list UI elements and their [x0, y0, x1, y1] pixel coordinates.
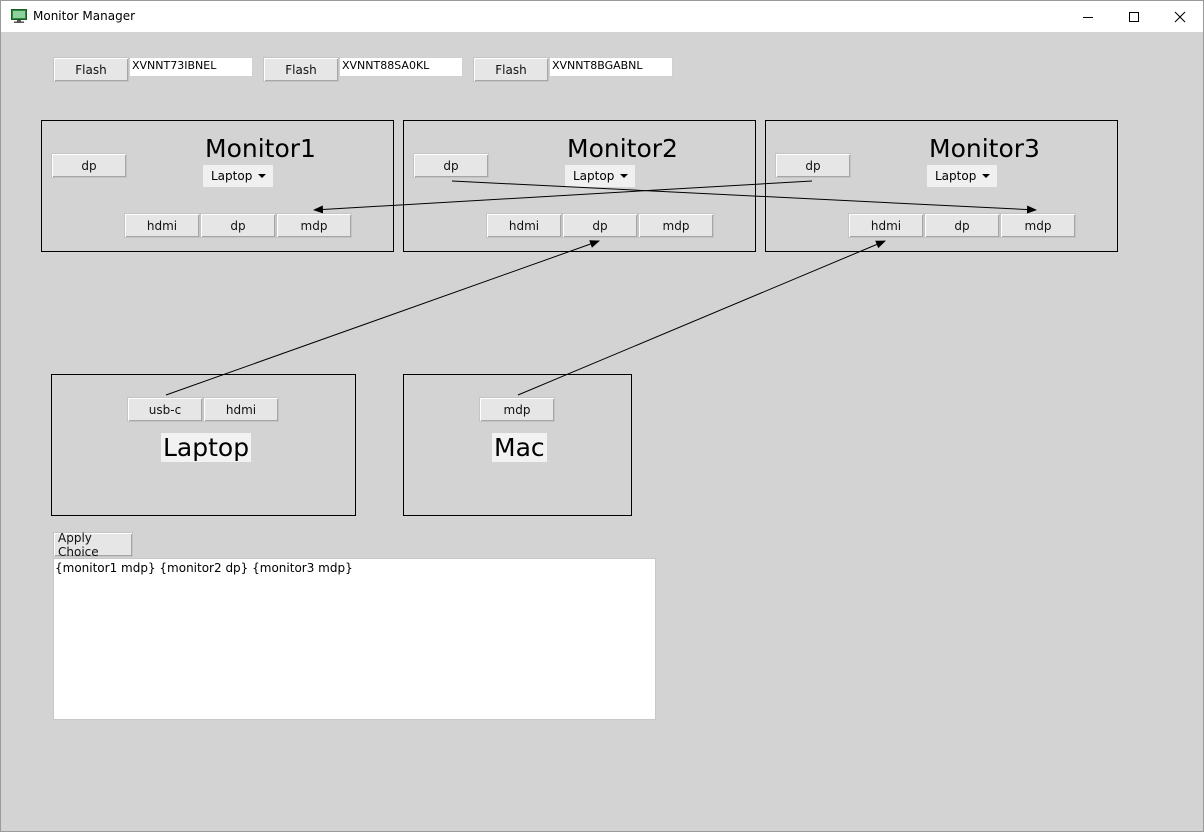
close-icon: [1174, 11, 1186, 22]
laptop-port-usbc[interactable]: usb-c: [127, 397, 203, 422]
wire-mac-mdp-to-monitor3-hdmi: [517, 240, 886, 396]
title-bar[interactable]: Monitor Manager: [1, 1, 1203, 32]
monitor2-output-dp-button[interactable]: dp: [413, 153, 489, 178]
serial-field-2[interactable]: XVNNT88SA0KL: [339, 57, 463, 77]
mac-port-mdp[interactable]: mdp: [479, 397, 555, 422]
monitor3-input-hdmi[interactable]: hdmi: [848, 213, 924, 238]
minimize-icon: [1083, 16, 1093, 18]
monitor3-source-value: Laptop: [935, 169, 977, 183]
apply-choice-button[interactable]: Apply Choice: [53, 531, 133, 559]
monitor2-source-dropdown[interactable]: Laptop: [565, 165, 635, 187]
flash-button-1[interactable]: Flash: [53, 57, 129, 82]
monitor1-input-mdp[interactable]: mdp: [276, 213, 352, 238]
monitor2-source-value: Laptop: [573, 169, 615, 183]
monitor2-input-hdmi[interactable]: hdmi: [486, 213, 562, 238]
maximize-icon: [1129, 11, 1139, 22]
flash-button-3[interactable]: Flash: [473, 57, 549, 82]
chevron-down-icon: [982, 174, 990, 178]
monitor3-title: Monitor3: [929, 134, 1040, 163]
monitor1-title: Monitor1: [205, 134, 316, 163]
monitor1-source-value: Laptop: [211, 169, 253, 183]
chevron-down-icon: [620, 174, 628, 178]
wire-laptop-usbc-to-monitor2-dp: [165, 240, 600, 396]
monitor1-source-dropdown[interactable]: Laptop: [203, 165, 273, 187]
monitor-app-icon: [11, 9, 27, 23]
monitor3-input-mdp[interactable]: mdp: [1000, 213, 1076, 238]
laptop-port-hdmi[interactable]: hdmi: [203, 397, 279, 422]
monitor2-input-dp[interactable]: dp: [562, 213, 638, 238]
monitor3-source-dropdown[interactable]: Laptop: [927, 165, 997, 187]
chevron-down-icon: [258, 174, 266, 178]
result-text-area[interactable]: {monitor1 mdp} {monitor2 dp} {monitor3 m…: [53, 558, 656, 720]
monitor1-input-hdmi[interactable]: hdmi: [124, 213, 200, 238]
serial-field-1[interactable]: XVNNT73IBNEL: [129, 57, 253, 77]
serial-field-3[interactable]: XVNNT8BGABNL: [549, 57, 673, 77]
close-button[interactable]: [1157, 1, 1203, 32]
monitor1-output-dp-button[interactable]: dp: [51, 153, 127, 178]
maximize-button[interactable]: [1111, 1, 1157, 32]
minimize-button[interactable]: [1065, 1, 1111, 32]
monitor3-input-dp[interactable]: dp: [924, 213, 1000, 238]
window-title: Monitor Manager: [33, 9, 136, 23]
laptop-title: Laptop: [161, 433, 252, 462]
monitor1-input-dp[interactable]: dp: [200, 213, 276, 238]
monitor3-output-dp-button[interactable]: dp: [775, 153, 851, 178]
flash-button-2[interactable]: Flash: [263, 57, 339, 82]
mac-title: Mac: [492, 433, 547, 462]
monitor2-title: Monitor2: [567, 134, 678, 163]
monitor2-input-mdp[interactable]: mdp: [638, 213, 714, 238]
